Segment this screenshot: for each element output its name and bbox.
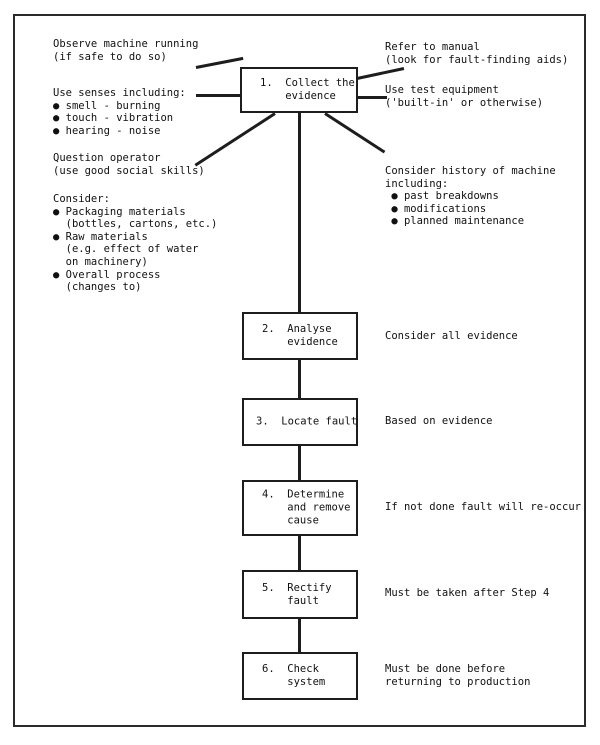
- note-consider-history: Consider history of machine including: ●…: [385, 165, 556, 228]
- connector-box1-to-box2: [298, 112, 301, 312]
- process-box-step-6[interactable]: 6. Check system: [242, 652, 358, 700]
- process-box-step-4-label: 4. Determine and remove cause: [262, 488, 351, 527]
- process-box-step-6-label: 6. Check system: [262, 663, 326, 688]
- connector-box1-right-middle: [357, 96, 387, 99]
- process-box-step-1[interactable]: 1. Collect the evidence: [240, 67, 358, 113]
- connector-box2-to-box3: [298, 360, 301, 404]
- process-box-step-2-label: 2. Analyse evidence: [262, 323, 338, 348]
- note-use-test-equipment: Use test equipment ('built-in' or otherw…: [385, 84, 544, 109]
- note-question-operator: Question operator (use good social skill…: [53, 152, 205, 177]
- annotation-step-3: Based on evidence: [385, 415, 493, 427]
- note-use-senses: Use senses including: ● smell - burning …: [53, 87, 186, 137]
- process-box-step-3[interactable]: 3. Locate fault: [242, 398, 358, 446]
- note-consider-materials: Consider: ● Packaging materials (bottles…: [53, 193, 218, 294]
- process-box-step-1-label: 1. Collect the evidence: [260, 77, 355, 102]
- note-refer-to-manual: Refer to manual (look for fault-finding …: [385, 41, 569, 66]
- annotation-step-4: If not done fault will re-occur: [385, 501, 581, 513]
- process-box-step-3-label: 3. Locate fault: [256, 415, 358, 428]
- page-border-frame: [13, 14, 586, 727]
- connector-box4-to-box5: [298, 535, 301, 571]
- process-box-step-5[interactable]: 5. Rectify fault: [242, 570, 358, 619]
- connector-box3-to-box4: [298, 445, 301, 480]
- connector-box5-to-box6: [298, 618, 301, 653]
- process-box-step-5-label: 5. Rectify fault: [262, 581, 332, 607]
- note-observe-machine-running: Observe machine running (if safe to do s…: [53, 38, 199, 63]
- process-box-step-4[interactable]: 4. Determine and remove cause: [242, 480, 358, 536]
- annotation-step-5: Must be taken after Step 4: [385, 587, 550, 599]
- process-box-step-2[interactable]: 2. Analyse evidence: [242, 312, 358, 360]
- annotation-step-6: Must be done before returning to product…: [385, 663, 531, 688]
- annotation-step-2: Consider all evidence: [385, 330, 518, 342]
- connector-box1-left-middle: [196, 94, 244, 97]
